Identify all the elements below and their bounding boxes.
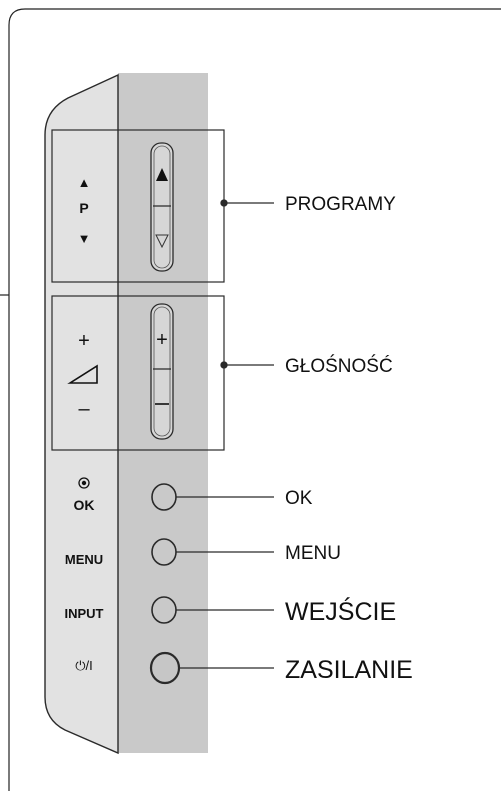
program-up-symbol: ▲: [78, 175, 91, 190]
panel-front-face: [44, 73, 119, 755]
menu-button[interactable]: [151, 538, 177, 566]
volume-rocker-inner: [153, 306, 171, 437]
ok-side-label: OK: [74, 497, 95, 513]
program-rocker-body[interactable]: [150, 142, 174, 272]
menu-side-label: MENU: [65, 552, 103, 567]
program-down-symbol: ▼: [78, 231, 91, 246]
menu-callout: MENU: [285, 543, 341, 564]
input-button[interactable]: [151, 596, 177, 624]
volume-callout: GŁOŚNOŚĆ: [285, 355, 393, 377]
ok-dot-center-icon: [81, 480, 87, 486]
volume-group-box: [51, 295, 225, 451]
input-callout: WEJŚCIE: [285, 596, 396, 626]
power-callout: ZASILANIE: [285, 656, 413, 684]
volume-plus-label: +: [78, 330, 90, 352]
volume-rocker-button[interactable]: +: [150, 303, 174, 440]
input-side-label: INPUT: [65, 606, 104, 621]
power-button[interactable]: [149, 651, 181, 685]
program-letter: P: [79, 200, 88, 216]
program-down-triangle-icon: [155, 234, 169, 249]
ok-dot-ring-icon: [78, 477, 90, 489]
callout-lines: [176, 199, 274, 669]
program-rocker-inner: [153, 145, 171, 269]
ok-button[interactable]: [151, 483, 177, 511]
volume-minus-label: –: [78, 398, 90, 420]
volume-ramp-icon: [67, 364, 98, 384]
volume-plus-glyph: +: [156, 329, 168, 351]
program-rocker-button[interactable]: [150, 142, 174, 272]
programs-callout: PROGRAMY: [285, 194, 396, 215]
page-frame: [8, 8, 501, 791]
power-side-label: ⏻/I: [75, 658, 93, 673]
volume-rocker-body[interactable]: [150, 303, 174, 440]
ok-callout: OK: [285, 488, 313, 509]
program-up-triangle-icon: [156, 168, 168, 181]
